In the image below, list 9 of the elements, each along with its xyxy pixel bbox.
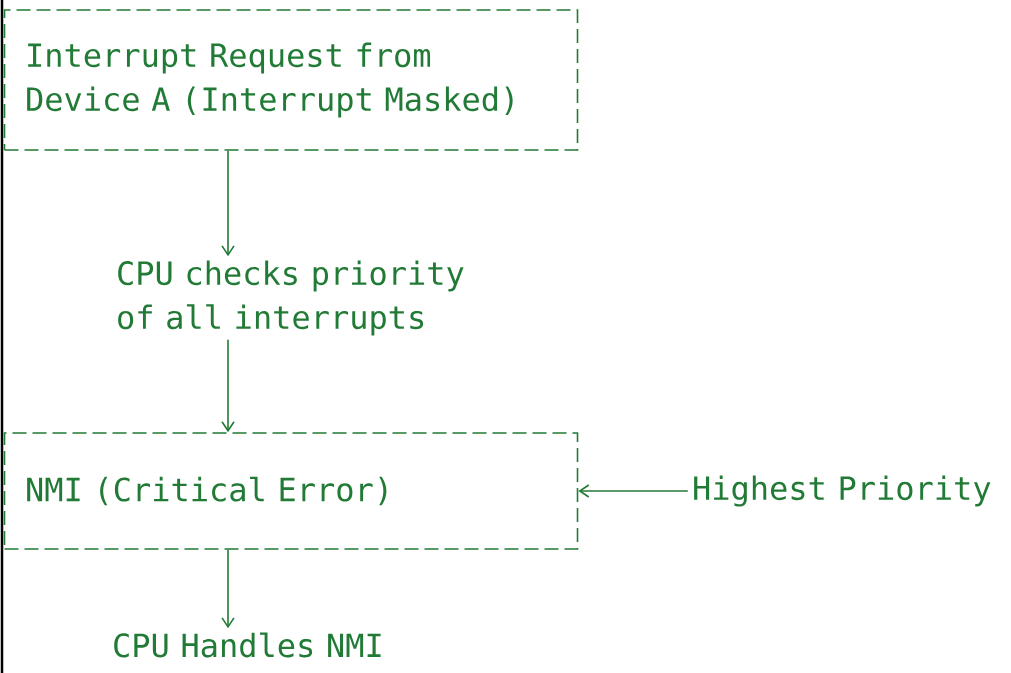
arrow [221, 150, 235, 257]
process-box: Interrupt Request from Device A (Interrupt Masked) [3, 9, 579, 151]
step-text: CPU Handles NMI [114, 632, 381, 658]
step-text: Highest Priority [694, 475, 991, 507]
arrow [221, 338, 235, 433]
process-box: NMI (Critical Error) [3, 432, 579, 550]
step-text: CPU checks priority of all interrupts [118, 260, 464, 336]
arrow [578, 484, 689, 498]
arrow [221, 549, 235, 629]
